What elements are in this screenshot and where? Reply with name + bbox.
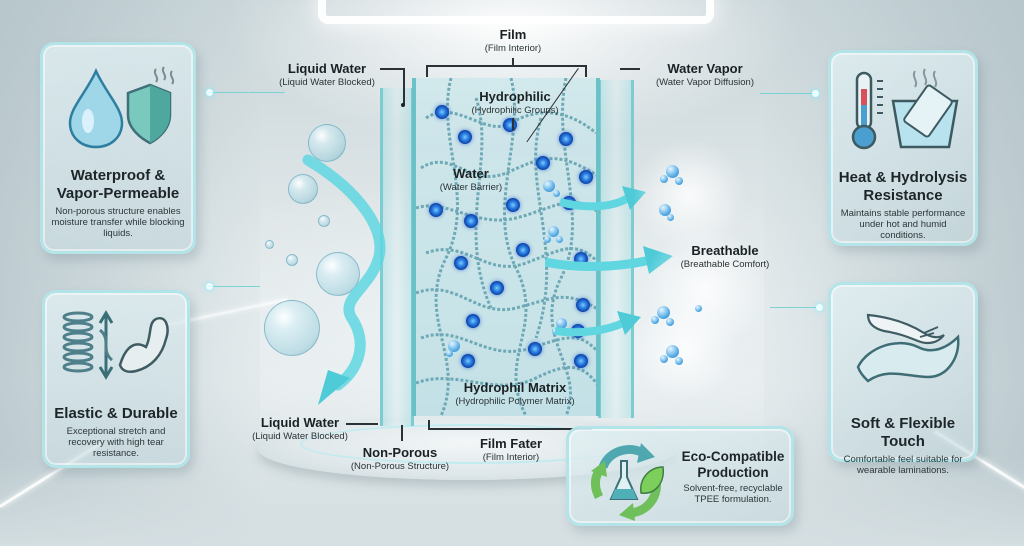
- label-water: Water (Water Barrier): [439, 166, 503, 193]
- leader-line: [585, 65, 587, 77]
- vapor-cloud: [630, 300, 740, 400]
- water-molecule-icon: [544, 226, 564, 246]
- water-drop-shield-icon: [43, 63, 193, 153]
- recycle-flask-leaf-icon: [585, 437, 669, 521]
- liquid-blocked-arrow-icon: [302, 154, 386, 405]
- circuit-node: [206, 283, 213, 290]
- circuit-node: [206, 89, 213, 96]
- label-breathable: Breathable (Breathable Comfort): [680, 243, 770, 270]
- circuit-node: [812, 90, 819, 97]
- hydrophilic-polymer-matrix: [412, 78, 600, 416]
- water-droplet: [264, 300, 320, 356]
- leader-line: [428, 420, 430, 428]
- circuit-line: [210, 286, 260, 287]
- leader-line: [512, 58, 514, 66]
- label-liquid-water-bottom: Liquid Water (Liquid Water Blocked): [252, 415, 348, 442]
- water-droplet: [288, 174, 318, 204]
- feature-card-soft-touch: Soft & Flexible Touch Comfortable feel s…: [828, 282, 978, 476]
- vapor-molecule-icon: [695, 305, 703, 313]
- leader-line: [620, 68, 640, 70]
- hydrophilic-group-node: [464, 214, 478, 228]
- leader-line: [380, 68, 404, 70]
- leader-line: [426, 65, 586, 67]
- hydrophilic-group-node: [461, 354, 475, 368]
- hydrophilic-group-node: [454, 256, 468, 270]
- hydrophilic-group-node: [435, 105, 449, 119]
- leader-line: [401, 425, 403, 441]
- vapor-molecule-icon: [660, 165, 684, 189]
- hydrophilic-group-node: [576, 298, 590, 312]
- water-molecule-icon: [541, 178, 561, 198]
- leader-point: [401, 103, 405, 107]
- thermometer-water-bath-icon: [831, 67, 975, 153]
- vapor-molecule-icon: [660, 345, 684, 369]
- label-hydrophilic: Hydrophilic (Hydrophilic Groups): [471, 89, 559, 116]
- hydrophilic-group-node: [429, 203, 443, 217]
- leader-line: [512, 118, 514, 130]
- vapor-diffusion-arrow-icon: [555, 311, 641, 337]
- water-droplet: [286, 254, 298, 266]
- feature-card-elastic: Elastic & Durable Exceptional stretch an…: [42, 290, 190, 468]
- spring-muscle-icon: [45, 305, 187, 385]
- water-droplet: [265, 240, 274, 249]
- hydrophilic-group-node: [559, 132, 573, 146]
- hydrophilic-group-node: [503, 118, 517, 132]
- water-droplet: [308, 124, 346, 162]
- vapor-molecule-icon: [651, 306, 675, 330]
- circuit-line: [210, 92, 248, 93]
- feature-card-heat-resistance: Heat & Hydrolysis Resistance Maintains s…: [828, 50, 978, 246]
- label-hydrophil-matrix: Hydrophil Matrix (Hydrophilic Polymer Ma…: [455, 380, 575, 407]
- label-non-porous: Non-Porous (Non-Porous Structure): [350, 445, 450, 472]
- circuit-node: [816, 304, 823, 311]
- leader-line: [403, 68, 405, 104]
- water-droplet: [316, 252, 360, 296]
- leader-line: [346, 423, 378, 425]
- circuit-line: [770, 307, 820, 308]
- hand-fabric-icon: [831, 297, 975, 387]
- water-molecule-icon: [446, 338, 466, 358]
- hydrophilic-group-node: [516, 243, 530, 257]
- feature-card-waterproof: Waterproof & Vapor-Permeable Non-porous …: [40, 42, 196, 254]
- leader-line: [426, 65, 428, 77]
- leader-line: [428, 428, 592, 430]
- hydrophilic-group-node: [490, 281, 504, 295]
- circuit-line: [760, 93, 816, 94]
- hydrophilic-group-node: [579, 170, 593, 184]
- hydrophilic-group-node: [466, 314, 480, 328]
- hydrophilic-group-node: [528, 342, 542, 356]
- hydrophilic-group-node: [536, 156, 550, 170]
- label-film: Film (Film Interior): [484, 27, 542, 54]
- vapor-molecule-icon: [657, 202, 677, 222]
- label-film-fater: Film Fater (Film Interior): [479, 436, 543, 463]
- feature-card-eco-production: Eco-Compatible Production Solvent-free, …: [566, 426, 794, 526]
- water-droplet: [318, 215, 330, 227]
- label-water-vapor: Water Vapor (Water Vapor Diffusion): [655, 61, 755, 88]
- hydrophilic-group-node: [574, 354, 588, 368]
- hydrophilic-group-node: [458, 130, 472, 144]
- ceiling-light: [318, 0, 714, 24]
- hydrophilic-group-node: [506, 198, 520, 212]
- label-liquid-water-top: Liquid Water (Liquid Water Blocked): [279, 61, 375, 88]
